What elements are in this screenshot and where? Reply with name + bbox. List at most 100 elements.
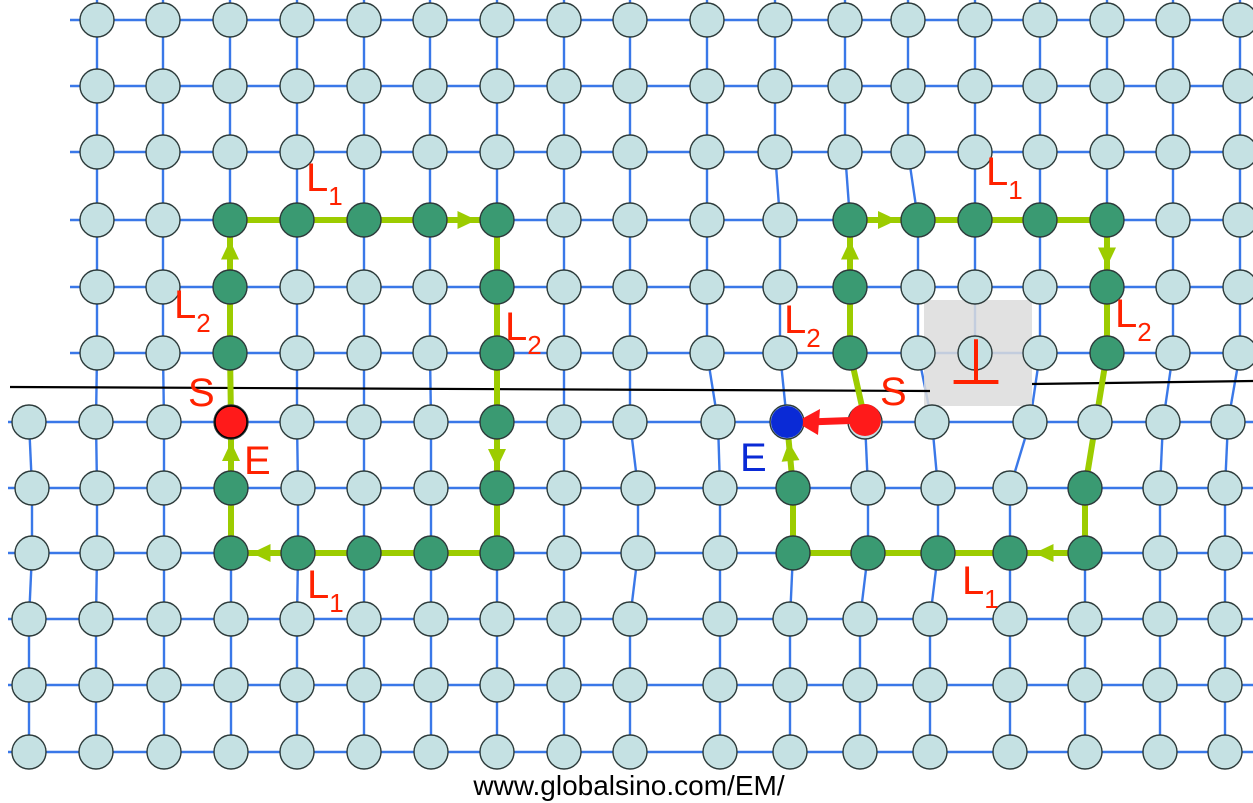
lattice-atom bbox=[547, 336, 581, 370]
lattice-atom bbox=[1211, 405, 1245, 439]
lattice-atom bbox=[1023, 336, 1057, 370]
lattice-atom bbox=[1090, 135, 1124, 169]
lattice-atom bbox=[413, 336, 447, 370]
lattice-atom bbox=[547, 135, 581, 169]
circuit-arrowhead bbox=[252, 544, 271, 562]
lattice-atom bbox=[413, 69, 447, 103]
lattice-atom bbox=[347, 735, 381, 769]
lattice-atom bbox=[79, 668, 113, 702]
lattice-atom bbox=[12, 405, 46, 439]
circuit-arrowhead bbox=[222, 442, 240, 461]
lattice-atom bbox=[891, 135, 925, 169]
lattice-atom bbox=[146, 135, 180, 169]
lattice-atom bbox=[690, 336, 724, 370]
lattice-atom bbox=[80, 270, 114, 304]
lattice-atom bbox=[703, 735, 737, 769]
lattice-atom bbox=[414, 668, 448, 702]
circuit-atom bbox=[833, 270, 867, 304]
circuit-atom bbox=[213, 336, 247, 370]
lattice-atom bbox=[1223, 3, 1253, 37]
lattice-atom bbox=[690, 69, 724, 103]
circuit-atom bbox=[1068, 471, 1102, 505]
lattice-atom bbox=[773, 735, 807, 769]
lattice-atom bbox=[828, 135, 862, 169]
left-end-label: E bbox=[244, 439, 271, 483]
lattice-atom bbox=[690, 135, 724, 169]
lattice-atom bbox=[993, 668, 1027, 702]
circuit-atom bbox=[214, 536, 248, 570]
lattice-atom bbox=[146, 69, 180, 103]
lattice-atom bbox=[80, 536, 114, 570]
lattice-atom bbox=[613, 270, 647, 304]
lattice-atom bbox=[214, 735, 248, 769]
lattice-atom bbox=[758, 135, 792, 169]
lattice-atom bbox=[80, 471, 114, 505]
lattice-atom bbox=[15, 536, 49, 570]
lattice-atom bbox=[12, 668, 46, 702]
lattice-atom bbox=[613, 602, 647, 636]
lattice-atom bbox=[414, 471, 448, 505]
lattice-atom bbox=[1143, 471, 1177, 505]
lattice-atom bbox=[80, 135, 114, 169]
lattice-atom bbox=[12, 735, 46, 769]
lattice-atom bbox=[915, 405, 949, 439]
lattice-atom bbox=[480, 602, 514, 636]
lattice-atom bbox=[1208, 602, 1242, 636]
circuit-arrowhead bbox=[878, 211, 897, 229]
lattice-atom bbox=[1156, 135, 1190, 169]
circuit-atom bbox=[413, 203, 447, 237]
circuit-atom bbox=[776, 471, 810, 505]
right-start-label: S bbox=[880, 370, 907, 414]
lattice-atom bbox=[1023, 270, 1057, 304]
lattice-atom bbox=[347, 471, 381, 505]
lattice-atom bbox=[547, 69, 581, 103]
circuit-arrowhead bbox=[1098, 248, 1116, 267]
lattice-atom bbox=[213, 69, 247, 103]
lattice-atom bbox=[1208, 668, 1242, 702]
circuit-arrowhead bbox=[458, 211, 477, 229]
lattice-atom bbox=[621, 536, 655, 570]
circuit-arrowhead bbox=[488, 449, 506, 468]
lattice-atom bbox=[851, 471, 885, 505]
lattice-atom bbox=[703, 668, 737, 702]
circuit-atom bbox=[776, 536, 810, 570]
circuit-atom bbox=[958, 203, 992, 237]
lattice-atom bbox=[146, 203, 180, 237]
lattice-atom bbox=[613, 336, 647, 370]
lattice-atom bbox=[1090, 69, 1124, 103]
left-l1-bottom-label: L1 bbox=[307, 563, 344, 618]
lattice-atom bbox=[547, 602, 581, 636]
lattice-atom bbox=[690, 270, 724, 304]
lattice-atom bbox=[613, 405, 647, 439]
lattice-atom bbox=[280, 270, 314, 304]
circuit-atom bbox=[480, 270, 514, 304]
circuit-atom bbox=[833, 203, 867, 237]
circuit-atom bbox=[213, 203, 247, 237]
lattice-atom bbox=[958, 3, 992, 37]
circuit-atom bbox=[1090, 203, 1124, 237]
lattice-atom bbox=[621, 471, 655, 505]
lattice-atom bbox=[547, 203, 581, 237]
lattice-atom bbox=[80, 336, 114, 370]
lattice-atom bbox=[147, 735, 181, 769]
lattice-atom bbox=[347, 135, 381, 169]
lattice-atom bbox=[547, 270, 581, 304]
lattice-atom bbox=[958, 270, 992, 304]
lattice-atom bbox=[1156, 3, 1190, 37]
lattice-atom bbox=[773, 668, 807, 702]
lattice-atom bbox=[347, 668, 381, 702]
circuit-atom bbox=[1023, 203, 1057, 237]
lattice-atom bbox=[347, 602, 381, 636]
lattice-atom bbox=[843, 602, 877, 636]
circuit-atom bbox=[480, 203, 514, 237]
circuit-atom bbox=[833, 336, 867, 370]
right-l2-right-label: L2 bbox=[1115, 292, 1152, 347]
lattice-atom bbox=[613, 668, 647, 702]
lattice-atom bbox=[1023, 135, 1057, 169]
lattice-atom bbox=[547, 3, 581, 37]
lattice-atom bbox=[993, 735, 1027, 769]
lattice-atom bbox=[547, 405, 581, 439]
lattice-atom bbox=[1143, 668, 1177, 702]
circuit-atom bbox=[851, 536, 885, 570]
